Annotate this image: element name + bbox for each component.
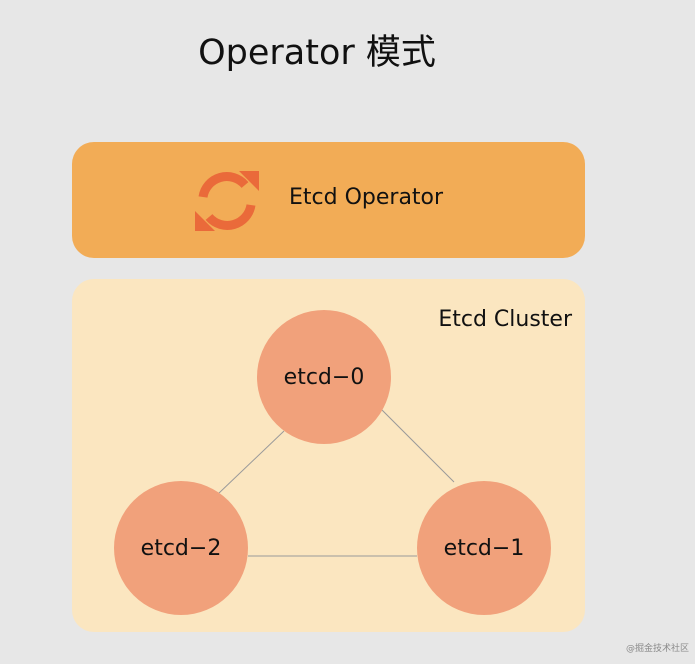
node-etcd-0: etcd−0 — [257, 310, 391, 444]
sync-icon — [195, 171, 259, 231]
node-label: etcd−0 — [283, 364, 365, 390]
etcd-operator-box: Etcd Operator — [72, 142, 585, 258]
node-label: etcd−1 — [443, 535, 525, 561]
etcd-cluster-label: Etcd Cluster — [438, 307, 572, 332]
node-label: etcd−2 — [140, 535, 222, 561]
etcd-operator-label: Etcd Operator — [289, 185, 444, 210]
node-etcd-2: etcd−2 — [114, 481, 248, 615]
watermark: @掘金技术社区 — [625, 644, 689, 654]
diagram-title: Operator 模式 — [198, 33, 436, 73]
node-etcd-1: etcd−1 — [417, 481, 551, 615]
